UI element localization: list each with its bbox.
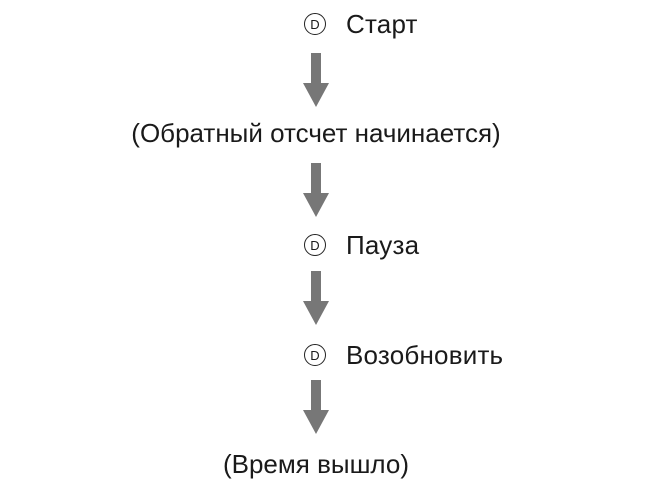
step-start: D Старт — [304, 4, 418, 44]
step-pause-label: Пауза — [346, 229, 420, 260]
step-start-label: Старт — [346, 8, 418, 39]
down-arrow-icon — [303, 163, 329, 217]
step-resume: D Возобновить — [304, 335, 503, 375]
step-resume-label: Возобновить — [346, 339, 504, 370]
status-countdown-begins: (Обратный отсчет начинается) — [131, 118, 501, 148]
button-d-icon: D — [304, 234, 326, 256]
status-time-up: (Время вышло) — [222, 449, 410, 479]
button-d-icon: D — [304, 344, 326, 366]
down-arrow-icon — [303, 271, 329, 325]
down-arrow-icon — [303, 380, 329, 434]
down-arrow-icon — [303, 53, 329, 107]
button-d-icon: D — [304, 13, 326, 35]
step-pause: D Пауза — [304, 225, 419, 265]
